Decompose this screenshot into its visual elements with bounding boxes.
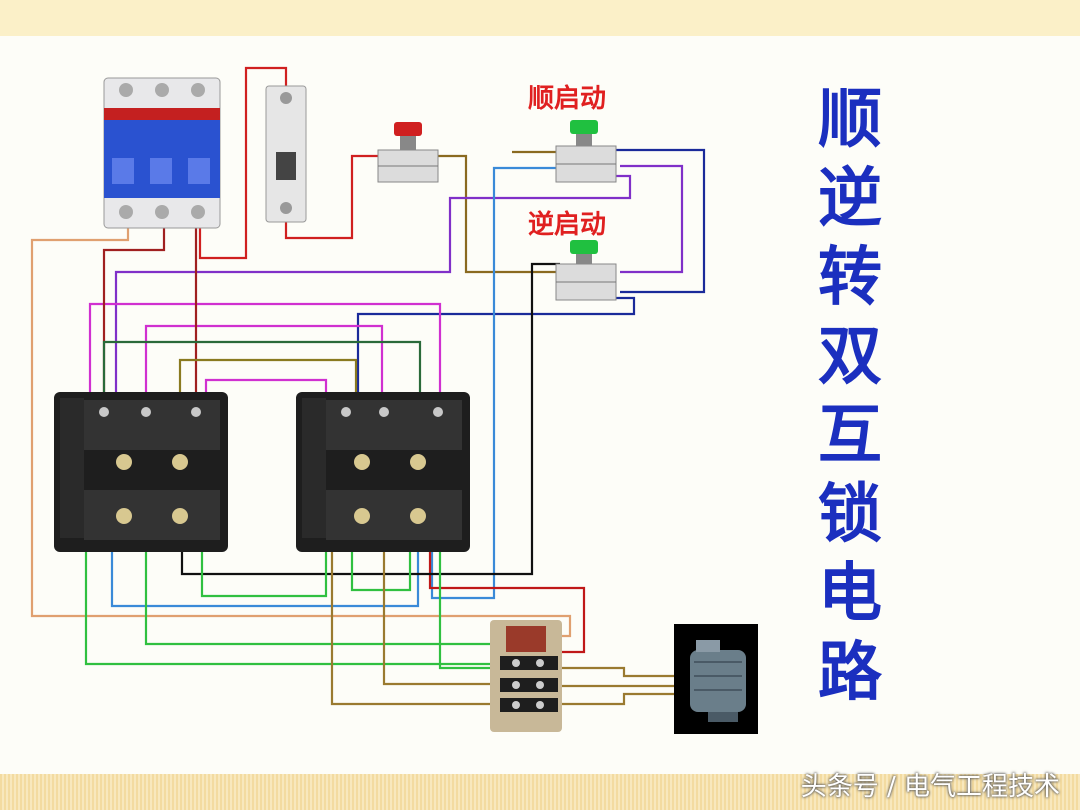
wire-magenta-1 xyxy=(88,302,442,400)
wire-red-control xyxy=(198,66,288,260)
wire-darkgreen xyxy=(102,340,422,400)
wire-green-bottom xyxy=(438,540,504,670)
wire-green-4 xyxy=(350,540,412,592)
wire-black xyxy=(180,262,560,576)
forward-start-button xyxy=(555,120,617,183)
bottom-band xyxy=(0,774,1080,810)
wire-darkred-1 xyxy=(102,225,166,400)
wire-purple-2 xyxy=(620,164,684,274)
control-circuit-breaker xyxy=(265,85,307,223)
title-char: 路 xyxy=(818,635,882,710)
diagram-title: 顺 逆 转 双 互 锁 电 路 xyxy=(800,80,900,712)
wire-darkred-3 xyxy=(428,540,586,654)
stop-button xyxy=(377,122,439,183)
main-circuit-breaker xyxy=(103,77,221,229)
wire-magenta-2 xyxy=(144,324,384,400)
wire-green-1 xyxy=(84,540,520,666)
wire-motor-3 xyxy=(560,692,690,706)
wire-brown-1 xyxy=(438,154,560,274)
wire-motor-1 xyxy=(560,666,690,678)
wire-brown-bottom-1 xyxy=(330,540,506,706)
wire-brown-bottom-2 xyxy=(382,540,506,686)
title-char: 转 xyxy=(818,240,882,315)
thermal-overload-relay xyxy=(490,620,562,732)
wire-purple-1 xyxy=(114,174,632,400)
title-char: 双 xyxy=(818,319,882,394)
wire-green-3 xyxy=(200,540,328,598)
wire-lightblue-1 xyxy=(430,166,558,600)
wire-olive xyxy=(178,358,358,400)
wire-magenta-3 xyxy=(204,378,328,400)
top-band xyxy=(0,0,1080,36)
motor xyxy=(674,624,758,734)
reverse-start-button xyxy=(555,240,617,301)
title-char: 顺 xyxy=(818,82,882,157)
watermark: 头条号 / 电气工程技术 xyxy=(800,772,1060,802)
reverse-start-label: 逆启动 xyxy=(528,210,607,240)
title-char: 锁 xyxy=(818,477,882,552)
wire-navy-1 xyxy=(610,148,706,294)
title-char: 电 xyxy=(818,556,882,631)
title-char: 逆 xyxy=(818,161,882,236)
contactor-km2 xyxy=(296,392,470,552)
wire-red-switch xyxy=(284,154,390,240)
title-char: 互 xyxy=(818,398,882,473)
contactor-km1 xyxy=(54,392,228,552)
wire-navy-2 xyxy=(356,296,636,400)
wire-tan xyxy=(30,220,572,638)
forward-start-label: 顺启动 xyxy=(528,84,607,114)
